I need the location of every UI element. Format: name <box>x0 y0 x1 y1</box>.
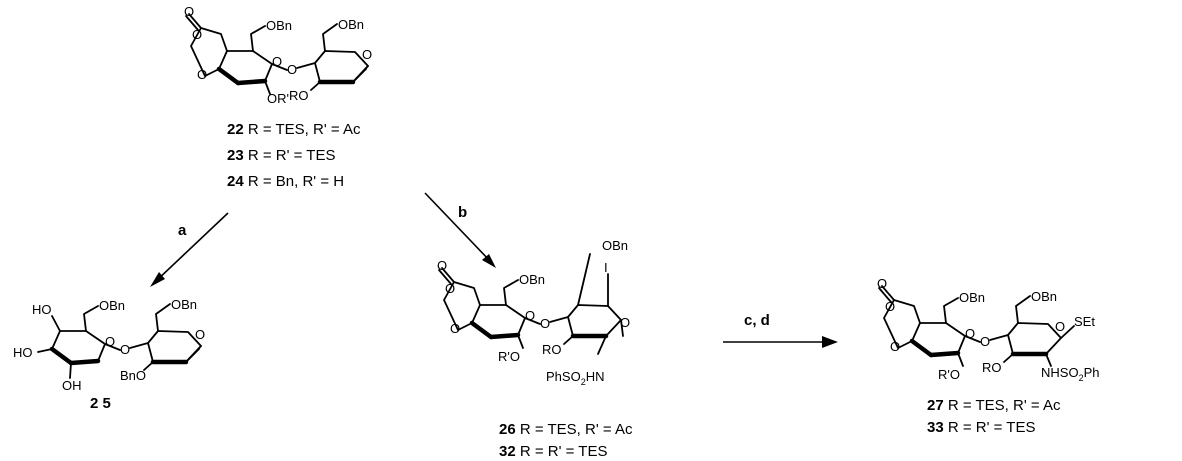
thio-legend: 27 R = TES, R' = Ac 33 R = R' = TES <box>927 397 1061 436</box>
set-label: SEt <box>1074 314 1095 329</box>
ring-o: O <box>885 299 895 314</box>
svg-text:33 R = R' = TES: 33 R = R' = TES <box>927 419 1035 436</box>
obn-label: OBn <box>959 290 985 305</box>
svg-text:23 R = R' = TES: 23 R = R' = TES <box>227 147 335 164</box>
obn-label: OBn <box>338 17 364 32</box>
arrow-b: b <box>424 192 496 268</box>
glycosidic-o: O <box>120 342 130 357</box>
compound-25-number: 2 5 <box>90 395 111 412</box>
iodo-legend: 26 R = TES, R' = Ac 32 R = R' = TES <box>499 421 633 460</box>
glc-ring-o: O <box>362 47 372 62</box>
glc-ring-o: O <box>195 327 205 342</box>
svg-text:26 R = TES, R' = Ac: 26 R = TES, R' = Ac <box>499 421 633 438</box>
start-legend: 22 R = TES, R' = Ac 23 R = R' = TES 24 R… <box>227 121 361 190</box>
gal-ring-o: O <box>965 326 975 341</box>
nhso2ph-label: NHSO2Ph <box>1041 365 1099 383</box>
sulfonamide-label: PhSO2HN <box>546 369 604 387</box>
obn-label: OBn <box>519 272 545 287</box>
obn-label: OBn <box>171 297 197 312</box>
orp-label: OR' <box>267 91 289 106</box>
start-compound: O O O OBn O O OR' OBn O RO <box>184 4 372 106</box>
ring-o: O <box>197 67 207 82</box>
obn-label: OBn <box>266 18 292 33</box>
reagent-a: a <box>178 222 187 239</box>
ho-label: HO <box>32 302 52 317</box>
glycosidic-o: O <box>540 316 550 331</box>
ro-label: RO <box>982 360 1002 375</box>
svg-text:32 R = R' = TES: 32 R = R' = TES <box>499 443 607 460</box>
glycal-compound: HO HO OH OBn O O OBn O BnO <box>13 297 205 393</box>
glc-ring-o: O <box>1055 319 1065 334</box>
bno-label: BnO <box>120 368 146 383</box>
obn-label: OBn <box>1031 289 1057 304</box>
ring-o: O <box>192 27 202 42</box>
ho-label: HO <box>13 345 33 360</box>
iodo-compound: O O O OBn O O R'O OBn I O RO PhSO2HN <box>437 238 630 387</box>
arrow-cd: c, d <box>723 312 838 348</box>
ro-label: RO <box>289 88 309 103</box>
arrow-a: a <box>150 212 229 287</box>
oh-label: OH <box>62 378 82 393</box>
ro-label: RO <box>542 342 562 357</box>
carbonyl-o: O <box>877 276 887 291</box>
gal-ring-o: O <box>105 334 115 349</box>
reagent-cd: c, d <box>744 312 770 329</box>
reagent-b: b <box>458 204 467 221</box>
gal-ring-o: O <box>525 308 535 323</box>
ring-o: O <box>450 321 460 336</box>
carbonyl-o: O <box>184 4 194 19</box>
svg-text:24 R = Bn, R' = H: 24 R = Bn, R' = H <box>227 173 344 190</box>
rpo-label: R'O <box>498 349 520 364</box>
glycosidic-o: O <box>980 334 990 349</box>
iodo-label: I <box>604 260 608 275</box>
carbonyl-o: O <box>437 258 447 273</box>
svg-text:27 R = TES, R' = Ac: 27 R = TES, R' = Ac <box>927 397 1061 414</box>
ring-o: O <box>890 339 900 354</box>
gal-ring-o: O <box>272 54 282 69</box>
thio-compound: O O O OBn O O R'O OBn O SEt RO NHSO2Ph <box>877 276 1099 383</box>
glc-ring-o: O <box>620 315 630 330</box>
rpo-label: R'O <box>938 367 960 382</box>
ring-o: O <box>445 281 455 296</box>
svg-text:22 R = TES, R' = Ac: 22 R = TES, R' = Ac <box>227 121 361 138</box>
obn-label: OBn <box>602 238 628 253</box>
obn-label: OBn <box>99 298 125 313</box>
glycosidic-o: O <box>287 62 297 77</box>
